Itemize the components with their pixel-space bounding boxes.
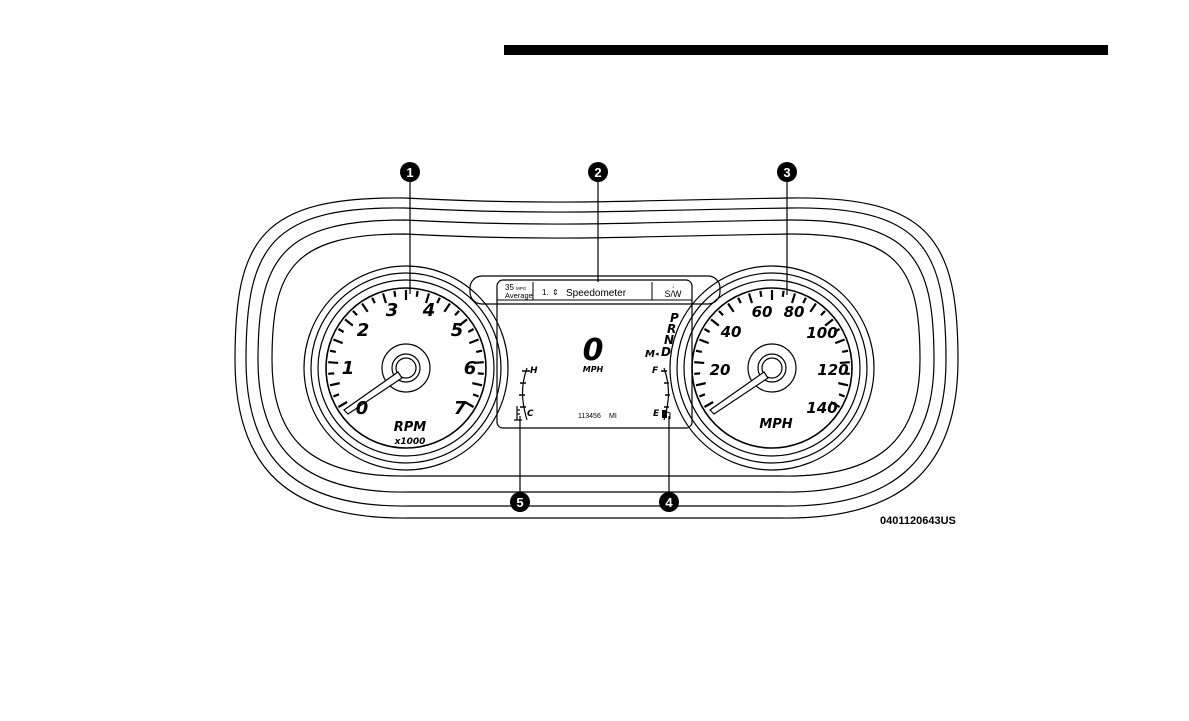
menu-updown-icon: ⇕: [552, 288, 559, 297]
tach-number-6: 6: [464, 358, 477, 379]
tach-number-4: 4: [422, 300, 436, 321]
digital-speed-unit: MPH: [583, 365, 604, 374]
speedo-number-100: 100: [806, 324, 837, 342]
tachometer-tick: [468, 329, 473, 332]
speedometer-tick: [738, 298, 741, 303]
tach-number-5: 5: [451, 320, 464, 341]
tachometer-tick: [444, 304, 450, 312]
tachometer-tick: [353, 311, 357, 315]
gear-manual: M: [645, 349, 655, 360]
tachometer-tick: [338, 402, 347, 407]
speedo-number-80: 80: [784, 303, 805, 321]
tachometer-tick: [330, 383, 340, 385]
speedometer-tick: [842, 351, 848, 352]
speedometer-tick: [728, 304, 734, 312]
callout-5-number: 5: [516, 495, 523, 510]
digital-speed-value: 0: [583, 333, 604, 368]
temp-cold-label: C: [527, 409, 534, 419]
speedometer-tick: [696, 351, 702, 352]
speedo-number-60: 60: [752, 303, 773, 321]
coolant-temp-icon: [514, 406, 522, 420]
callout-2-number: 2: [594, 165, 601, 180]
speedometer-tick: [704, 402, 713, 407]
tachometer-tick: [394, 291, 395, 297]
odometer-unit: MI: [609, 413, 617, 420]
speedo-unit-label: MPH: [759, 417, 792, 432]
manual-arrow-icon: ◂: [655, 351, 659, 358]
tachometer-tick: [476, 351, 482, 352]
speedo-number-20: 20: [710, 361, 731, 379]
tach-unit-label: RPM: [394, 420, 427, 435]
gear-d: D: [661, 345, 671, 359]
callout-1-number: 1: [406, 165, 413, 180]
tachometer-tick: [417, 291, 418, 297]
speedometer-tick: [704, 329, 709, 332]
callout-4-number: 4: [665, 495, 673, 510]
temp-hot-label: H: [530, 366, 538, 376]
mpg-label: Average: [505, 291, 533, 300]
fuel-empty-label: E: [653, 409, 660, 419]
speedometer-tick: [838, 383, 848, 385]
tachometer-tick: [472, 383, 482, 385]
tachometer-tick: [437, 298, 440, 303]
tach-number-7: 7: [454, 398, 467, 419]
speedo-number-140: 140: [806, 399, 837, 417]
speedometer-tick: [783, 291, 784, 297]
fuel-full-label: F: [652, 366, 659, 376]
tachometer-tick: [338, 329, 343, 332]
speedometer-tick: [711, 319, 719, 325]
speedometer-tick: [699, 394, 705, 396]
figure-id: 0401120643US: [880, 515, 1020, 527]
tachometer-tick: [333, 394, 339, 396]
speedometer-tick: [696, 383, 706, 385]
tach-number-2: 2: [357, 320, 370, 341]
tach-multiplier-label: x1000: [394, 437, 426, 447]
tachometer-tick: [473, 394, 479, 396]
tachometer-tick: [469, 340, 478, 344]
speedometer-tick: [749, 293, 752, 303]
speedometer-tick: [792, 293, 795, 303]
menu-index: 1.: [542, 288, 549, 297]
tach-number-1: 1: [342, 358, 355, 379]
speedometer-tick: [760, 291, 761, 297]
speedometer-tick: [699, 340, 708, 344]
tachometer-tick: [362, 304, 368, 312]
tach-number-0: 0: [356, 398, 369, 419]
speedometer-tick: [694, 362, 704, 363]
right-button-label: S/W: [665, 289, 683, 299]
speedo-number-40: 40: [720, 323, 742, 341]
tachometer-tick: [330, 351, 336, 352]
tachometer-tick: [333, 340, 342, 344]
speedometer-tick: [810, 304, 816, 312]
tachometer-ticks: [328, 290, 484, 407]
odometer-value: 113456: [578, 413, 601, 420]
callout-3-number: 3: [783, 165, 790, 180]
speedo-number-120: 120: [817, 361, 848, 379]
tach-number-3: 3: [386, 300, 399, 321]
menu-title: Speedometer: [566, 288, 627, 299]
speedometer-tick: [719, 311, 723, 315]
tachometer-tick: [455, 311, 459, 315]
tachometer-tick: [328, 362, 338, 363]
speedometer-tick: [821, 311, 825, 315]
tachometer-tick: [372, 298, 375, 303]
speedometer-tick: [839, 394, 845, 396]
tachometer-tick: [345, 319, 353, 325]
